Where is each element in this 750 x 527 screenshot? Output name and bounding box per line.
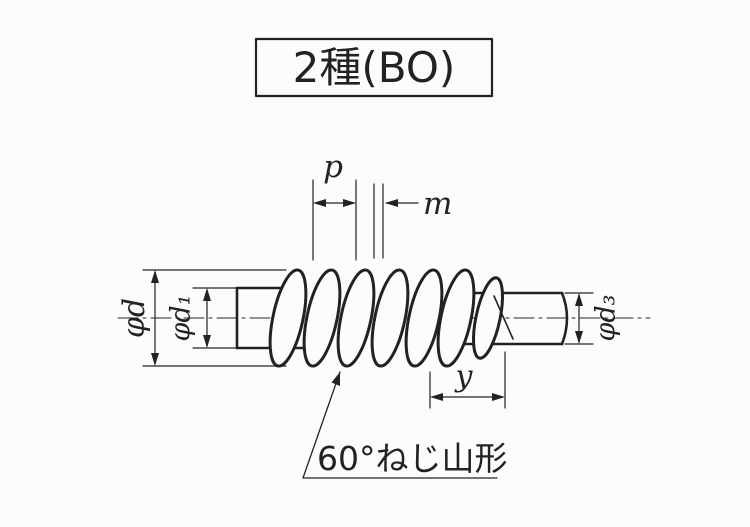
figure-title: 2種(BO)	[293, 43, 456, 92]
thread-turn	[336, 268, 376, 368]
labels: 2種(BO) φd φd₁ φd₃ p m y 60°ねじ山形	[117, 43, 622, 478]
dim-crest-width	[373, 183, 419, 259]
arrowhead	[492, 393, 505, 401]
label-crest-width: m	[423, 186, 452, 222]
arrowhead	[313, 199, 326, 207]
linework	[117, 37, 651, 479]
thread-runout-line	[493, 295, 514, 340]
thread-crests	[268, 268, 505, 368]
arrowhead	[430, 393, 443, 401]
dim-incomplete-thread	[429, 351, 506, 409]
label-thread-note: 60°ねじ山形	[317, 439, 508, 478]
label-pitch: p	[323, 149, 343, 185]
label-root-diameter: φd₁	[166, 294, 197, 341]
arrowhead	[203, 288, 211, 301]
thread-turn	[370, 268, 410, 368]
thread-turn	[436, 268, 476, 368]
label-incomplete-thread: y	[454, 359, 474, 394]
arrowhead	[203, 335, 211, 348]
label-shank-diameter: φd₃	[591, 294, 622, 341]
thread-turn	[302, 268, 342, 368]
arrowhead	[575, 293, 583, 306]
title-box	[254, 37, 494, 98]
label-major-diameter: φd	[117, 298, 152, 338]
arrowhead	[151, 353, 159, 366]
arrowhead	[343, 199, 356, 207]
leader-line-thread-note	[302, 371, 498, 479]
arrowheads	[151, 199, 583, 401]
dim-pitch	[312, 179, 357, 261]
arrowhead	[575, 331, 583, 344]
dim-major-diameter	[142, 269, 287, 367]
shank-right-end-cap	[560, 291, 569, 346]
arrowhead	[151, 270, 159, 283]
arrowhead	[331, 372, 340, 386]
arrowhead	[385, 199, 398, 207]
